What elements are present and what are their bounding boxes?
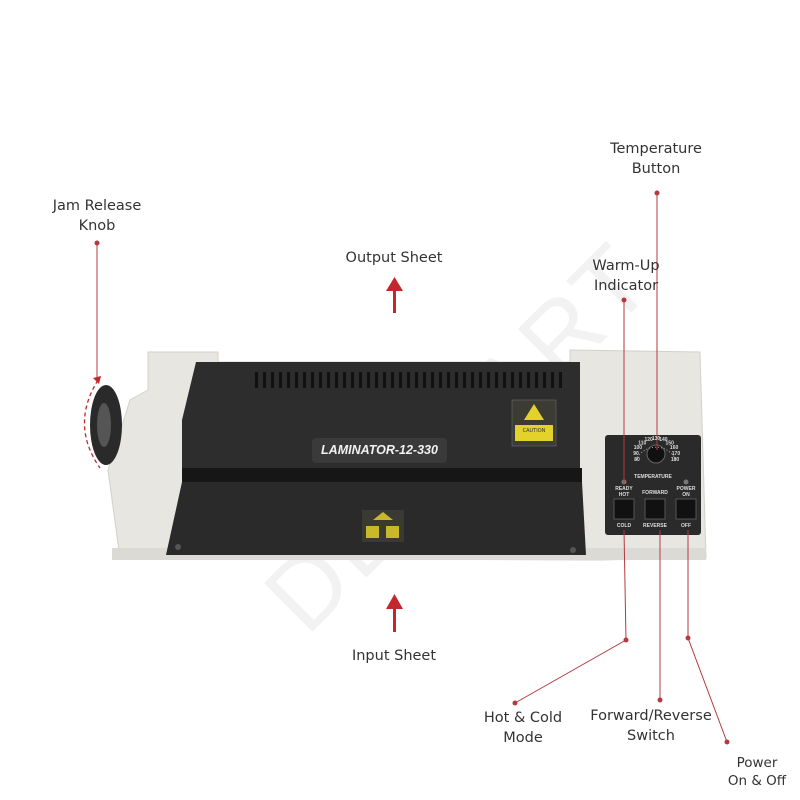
forward-reverse-switch (644, 498, 666, 520)
dial-tick-label: 120 (644, 437, 653, 443)
dial-tick-label: 110 (638, 440, 646, 446)
svg-text:ON: ON (682, 492, 690, 498)
vent-slot (303, 372, 306, 388)
svg-text:FORWARD: FORWARD (642, 490, 668, 496)
vent-slot (503, 372, 506, 388)
vent-slot (519, 372, 522, 388)
vent-slot (487, 372, 490, 388)
dial-tick-label: 140 (659, 437, 668, 443)
svg-text:POWER: POWER (677, 486, 696, 492)
vent-slot (271, 372, 274, 388)
vent-slot (471, 372, 474, 388)
vent-slot (295, 372, 298, 388)
svg-text:CAUTION: CAUTION (523, 428, 546, 434)
input-arrow-icon (386, 594, 403, 632)
control-panel: TEMPERATURE READY HOT FORWARD POWER ON C… (605, 435, 701, 535)
power-switch (675, 498, 697, 520)
vent-slot (359, 372, 362, 388)
model-label: LAMINATOR-12-330 (312, 438, 447, 463)
vent-slot (367, 372, 370, 388)
vent-slot (255, 372, 258, 388)
vent-slot (415, 372, 418, 388)
vent-slot (391, 372, 394, 388)
vent-slot (319, 372, 322, 388)
vent-slot (423, 372, 426, 388)
vent-slot (335, 372, 338, 388)
vent-slot (431, 372, 434, 388)
svg-text:HOT: HOT (619, 492, 630, 498)
vent-slot (463, 372, 466, 388)
svg-text:READY: READY (615, 486, 633, 492)
vent-slot (407, 372, 410, 388)
dial-tick-label: 160 (670, 445, 679, 451)
svg-text:COLD: COLD (617, 523, 632, 529)
callout-output-sheet: Output Sheet (345, 250, 443, 266)
temperature-dial (646, 444, 666, 464)
vent-slot (455, 372, 458, 388)
dial-tick-label: 90 (633, 451, 639, 457)
dial-tick-label: 80 (634, 457, 640, 463)
feed-sticker (362, 510, 404, 542)
vent-slot (311, 372, 314, 388)
caution-sticker: CAUTION (511, 399, 557, 447)
dial-tick-label: 150 (666, 440, 675, 446)
svg-text:TEMPERATURE: TEMPERATURE (634, 474, 672, 480)
vent-slot (447, 372, 450, 388)
callout-input-sheet: Input Sheet (351, 648, 437, 664)
vent-slot (343, 372, 346, 388)
vent-slot (287, 372, 290, 388)
leader-dots (94, 190, 730, 745)
vent-slot (279, 372, 282, 388)
svg-text:OFF: OFF (681, 523, 691, 529)
vent-slot (479, 372, 482, 388)
dial-tick-label: 100 (634, 445, 643, 451)
vent-slot (263, 372, 266, 388)
vent-slot (551, 372, 554, 388)
svg-text:REVERSE: REVERSE (643, 523, 668, 529)
vent-slot (511, 372, 514, 388)
vent-slot (495, 372, 498, 388)
vent-slot (383, 372, 386, 388)
vent-slot (543, 372, 546, 388)
vent-slot (375, 372, 378, 388)
vent-slot (535, 372, 538, 388)
dial-tick-label: 180 (671, 457, 680, 463)
dial-tick-label: 170 (672, 451, 681, 457)
vent-slot (527, 372, 530, 388)
vent-slot (559, 372, 562, 388)
top-cover (182, 362, 580, 482)
dial-tick-label: 130 (652, 436, 661, 442)
vent-slot (327, 372, 330, 388)
vent-slot (399, 372, 402, 388)
hot-cold-switch (613, 498, 635, 520)
output-arrow-icon (386, 277, 403, 313)
vent-slots (255, 372, 562, 388)
rotation-arrow (83, 379, 101, 469)
vent-slot (439, 372, 442, 388)
vent-slot (351, 372, 354, 388)
